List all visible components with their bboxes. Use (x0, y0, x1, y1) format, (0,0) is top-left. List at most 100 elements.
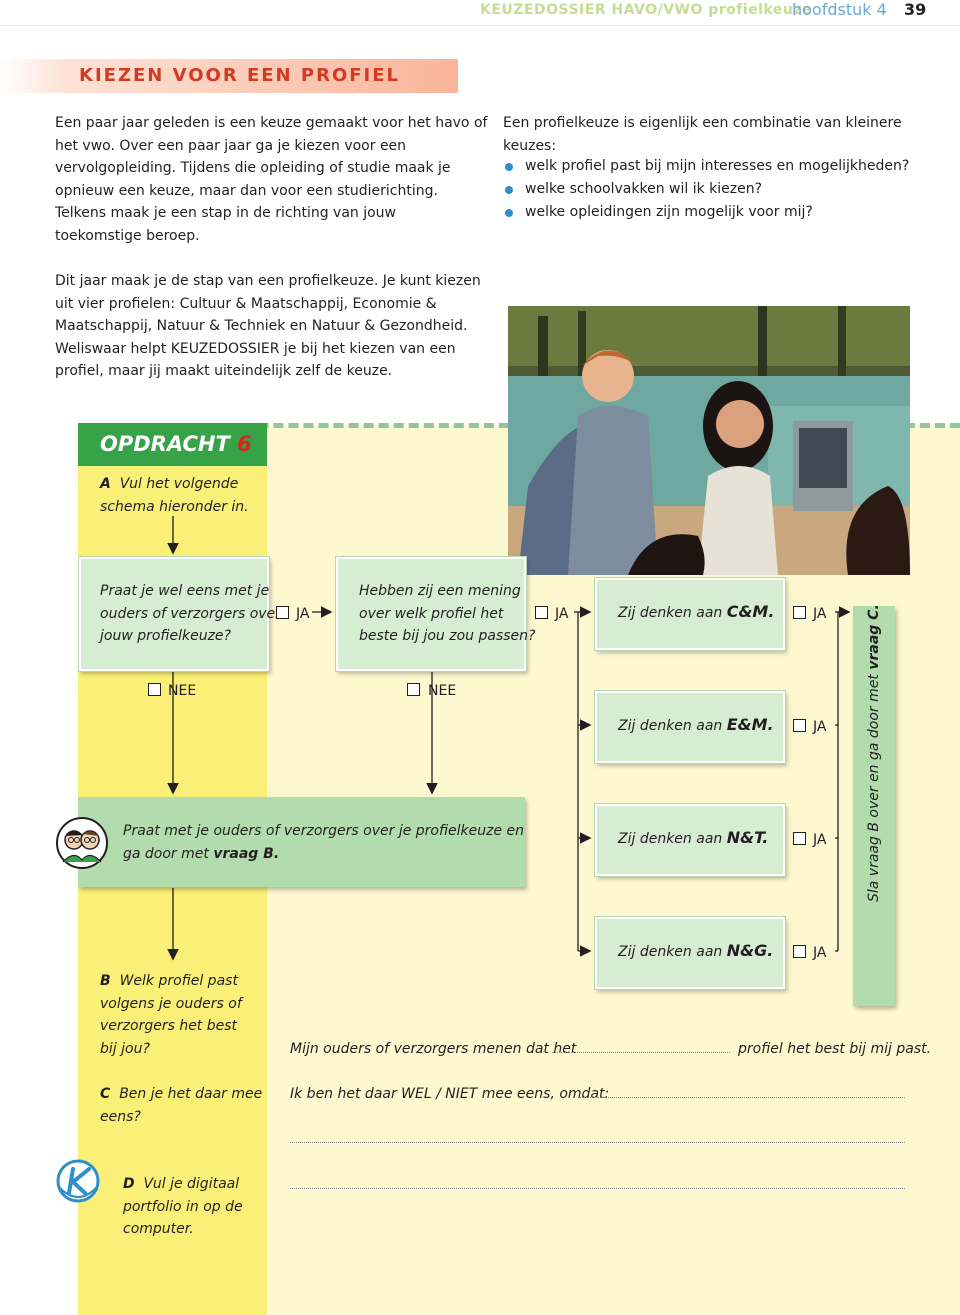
flow-box-profile-nt (595, 804, 785, 876)
profile-name: N&T. (726, 828, 769, 847)
think-prefix: Zij denken aan (618, 944, 723, 960)
answer-b-prefix: Mijn ouders of verzorgers menen dat het (290, 1041, 577, 1057)
ja-label: JA (813, 719, 827, 735)
text-line: Vul het volgende (119, 476, 239, 492)
exercise-title: OPDRACHT 6 (100, 428, 252, 460)
flow-box-talk-instruction-text: Praat met je ouders of verzorgers over j… (123, 820, 524, 865)
exercise-title-word: OPDRACHT (100, 432, 230, 456)
text-line: computer. (123, 1221, 194, 1237)
question-d: D Vul je digitaal portfolio in op de com… (123, 1173, 243, 1241)
text-line: jouw profielkeuze? (100, 628, 231, 644)
bold-target: vraag B. (213, 845, 280, 862)
text-line: Welk profiel past (119, 973, 238, 989)
checkbox-nee-2[interactable] (407, 683, 420, 696)
header-rule (0, 25, 960, 26)
intro-paragraph-1: Een paar jaar geleden is een keuze gemaa… (55, 112, 487, 247)
bullet-item: welke schoolvakken wil ik kiezen? (505, 178, 909, 201)
text-line: beste bij jou zou passen? (359, 628, 536, 644)
checkbox-ja-cm[interactable] (793, 606, 806, 619)
answer-c-input-1[interactable] (580, 1097, 905, 1098)
text-line: schema hieronder in. (100, 498, 249, 515)
text-line: Ben je het daar mee (119, 1086, 263, 1102)
text-line: Dit jaar maak je de stap van een profiel… (55, 273, 481, 289)
text-line: keuzes: (503, 137, 557, 154)
text-line: Een profielkeuze is eigenlijk een combin… (503, 115, 902, 131)
text-line: bij jou? (100, 1040, 150, 1057)
question-letter: C (100, 1086, 111, 1102)
checkbox-ja-ng[interactable] (793, 945, 806, 958)
skip-to-c-box (853, 606, 895, 1006)
think-prefix: Zij denken aan (618, 605, 723, 621)
text-line: portfolio in op de (123, 1198, 243, 1215)
photo-teacher-student (508, 306, 910, 575)
exercise-title-box (78, 423, 267, 466)
profile-cm-text: Zij denken aan C&M. (618, 601, 774, 625)
text-line: Een paar jaar geleden is een keuze gemaa… (55, 115, 488, 131)
text-line: over welk profiel het (359, 605, 504, 622)
text-line: verzorgers het best (100, 1018, 238, 1034)
skip-target: vraag C. (866, 604, 882, 670)
question-letter: D (123, 1176, 135, 1192)
checkbox-ja-nt[interactable] (793, 832, 806, 845)
text-line: vervolgopleiding. Tijdens die opleiding … (55, 160, 451, 176)
parents-icon-svg (56, 817, 108, 869)
think-prefix: Zij denken aan (618, 718, 723, 734)
series-title: KEUZEDOSSIER HAVO/VWO profielkeuze (480, 2, 813, 18)
flow-box-talk-instruction (78, 797, 525, 887)
k-logo-svg (56, 1159, 100, 1203)
ja-label: JA (555, 606, 569, 622)
text-line: Hebben zij een mening (359, 583, 521, 599)
answer-c-input-3[interactable] (290, 1188, 905, 1189)
ja-label: JA (813, 945, 827, 961)
text-line: Maatschappij, Natuur & Techniek en Natuu… (55, 318, 468, 334)
answer-b-suffix: profiel het best bij mij past. (738, 1041, 932, 1057)
flow-box-talk-question-text: Praat je wel eens met je ouders of verzo… (100, 580, 281, 648)
text-line: ouders of verzorgers over (100, 605, 281, 622)
ja-label: JA (296, 606, 310, 622)
section-title-bar (0, 59, 458, 93)
question-c: C Ben je het daar mee eens? (100, 1083, 262, 1128)
skip-to-c-text: Sla vraag B over en ga door met vraag C. (863, 604, 885, 902)
text-line: Weliswaar helpt KEUZEDOSSIER je bij het … (55, 340, 456, 357)
intro-right-paragraph: Een profielkeuze is eigenlijk een combin… (503, 112, 902, 157)
text-line: uit vier profielen: Cultuur & Maatschapp… (55, 295, 437, 312)
text-line: ga door met (123, 845, 209, 862)
flow-box-profile-ng (595, 917, 785, 989)
exercise-number: 6 (237, 432, 252, 456)
choice-bullet-list: welk profiel past bij mijn interesses en… (505, 155, 909, 224)
text-line: het vwo. Over een paar jaar ga je kiezen… (55, 137, 407, 154)
text-line: profiel, maar jij maakt uiteindelijk zel… (55, 363, 393, 379)
text-line: volgens je ouders of (100, 995, 242, 1012)
ja-label: JA (813, 832, 827, 848)
ja-label: JA (813, 606, 827, 622)
intro-paragraph-2: Dit jaar maak je de stap van een profiel… (55, 270, 481, 383)
section-title: KIEZEN VOOR EEN PROFIEL (79, 65, 401, 86)
page-number: 39 (904, 0, 927, 19)
flow-box-profile-cm (595, 578, 785, 650)
profile-nt-text: Zij denken aan N&T. (618, 827, 768, 851)
checkbox-ja-2[interactable] (535, 606, 548, 619)
skip-prefix: Sla vraag B over en ga door met (866, 674, 882, 902)
photo-illustration (508, 306, 910, 575)
question-b: B Welk profiel past volgens je ouders of… (100, 970, 242, 1060)
checkbox-ja-1[interactable] (276, 606, 289, 619)
nee-label: NEE (428, 683, 457, 699)
answer-c-prefix: Ik ben het daar WEL / NIET mee eens, omd… (290, 1086, 610, 1102)
chapter-label: hoofdstuk 4 (792, 0, 887, 19)
checkbox-ja-em[interactable] (793, 719, 806, 732)
k-logo-icon (55, 1158, 101, 1204)
text-line: Vul je digitaal (143, 1176, 240, 1192)
text-line: opnieuw een keuze, maar dan voor een stu… (55, 182, 438, 199)
text-line: toekomstige beroep. (55, 227, 200, 244)
text-line: eens? (100, 1108, 141, 1125)
answer-c-input-2[interactable] (290, 1142, 905, 1143)
bullet-item: welke opleidingen zijn mogelijk voor mij… (505, 201, 909, 224)
question-letter: B (100, 973, 111, 989)
checkbox-nee-1[interactable] (148, 683, 161, 696)
flow-box-profile-em (595, 691, 785, 763)
flow-box-talk-question (79, 557, 269, 671)
profile-name: N&G. (726, 941, 774, 960)
bullet-item: welk profiel past bij mijn interesses en… (505, 155, 909, 178)
answer-b-input[interactable] (552, 1052, 730, 1053)
